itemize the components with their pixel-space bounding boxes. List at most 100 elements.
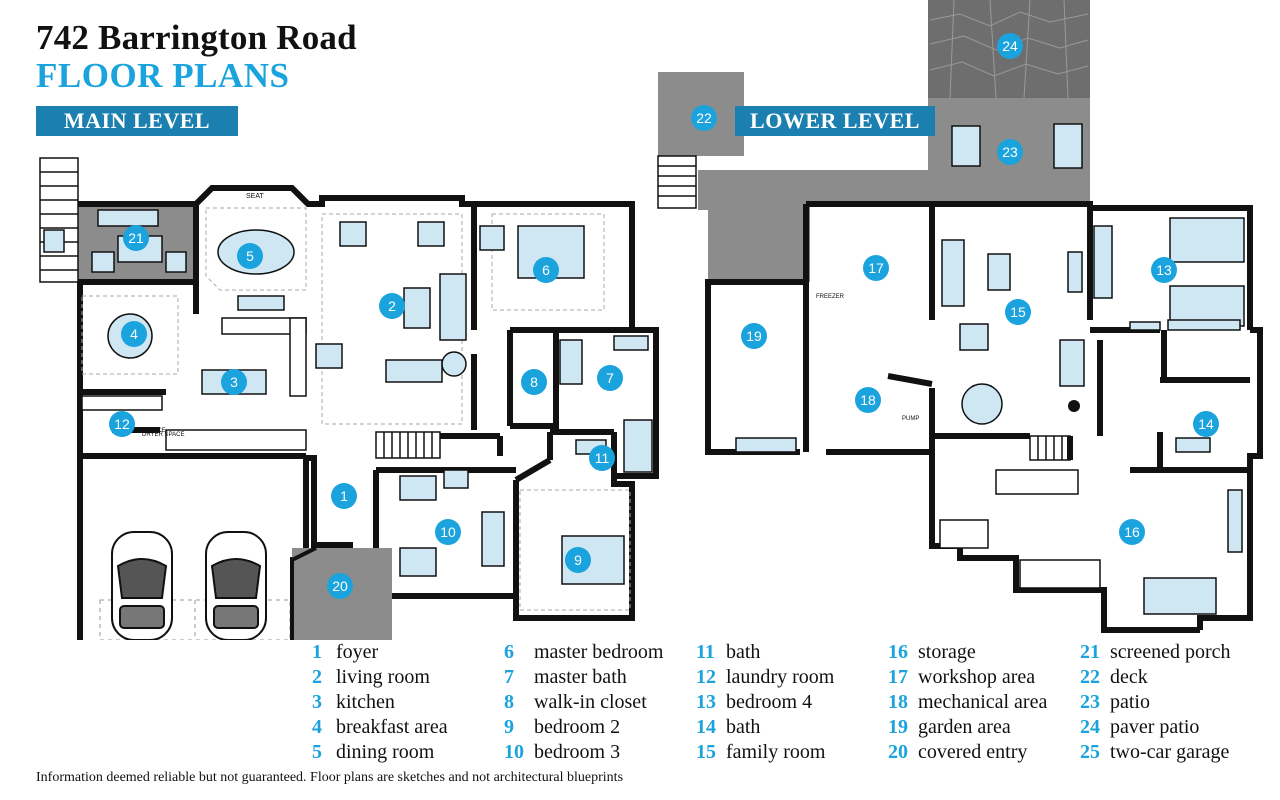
dryer-label: DRYER SPACE <box>142 432 184 438</box>
legend-number: 12 <box>696 666 716 688</box>
marker-24: 24 <box>997 33 1023 59</box>
svg-text:13: 13 <box>1156 262 1172 278</box>
lower-furniture <box>735 123 1245 615</box>
legend-label: laundry room <box>726 666 835 688</box>
paver-texture <box>929 0 1089 99</box>
svg-text:15: 15 <box>1010 304 1026 320</box>
marker-7: 7 <box>597 365 623 391</box>
legend-label: bath <box>726 716 761 738</box>
legend-item-3: 3 kitchen <box>312 690 395 715</box>
legend-item-21: 21 screened porch <box>1080 640 1231 665</box>
legend-number: 8 <box>504 691 514 713</box>
svg-text:11: 11 <box>595 450 610 466</box>
legend-label: kitchen <box>336 691 395 713</box>
marker-20: 20 <box>327 573 353 599</box>
legend-item-1: 1 foyer <box>312 640 378 665</box>
legend-item-12: 12 laundry room <box>696 665 834 690</box>
legend-number: 2 <box>312 666 322 688</box>
svg-text:9: 9 <box>574 552 582 568</box>
legend-label: living room <box>336 666 430 688</box>
lower-level-banner: LOWER LEVEL <box>735 106 935 136</box>
room-markers: 1 2 3 4 5 6 7 8 9 10 11 12 13 14 15 16 1… <box>109 33 1219 599</box>
svg-text:10: 10 <box>440 524 456 540</box>
legend-item-11: 11 bath <box>696 640 760 665</box>
legend-number: 21 <box>1080 641 1100 663</box>
legend-number: 22 <box>1080 666 1100 688</box>
svg-text:12: 12 <box>114 416 130 432</box>
legend-label: foyer <box>336 641 379 663</box>
marker-4: 4 <box>121 321 147 347</box>
svg-text:1: 1 <box>340 488 348 504</box>
svg-text:16: 16 <box>1124 524 1140 540</box>
marker-15: 15 <box>1005 299 1031 325</box>
legend-label: master bedroom <box>534 641 664 663</box>
storage-shelves <box>939 469 1101 589</box>
legend-number: 7 <box>504 666 514 688</box>
legend-number: 25 <box>1080 741 1100 763</box>
legend-label: walk-in closet <box>534 691 647 713</box>
legend-number: 13 <box>696 691 716 713</box>
marker-11: 11 <box>589 445 615 471</box>
marker-17: 17 <box>863 255 889 281</box>
legend-label: breakfast area <box>336 716 448 738</box>
legend-label: patio <box>1110 691 1150 713</box>
marker-22: 22 <box>691 105 717 131</box>
svg-text:4: 4 <box>130 326 138 342</box>
legend-number: 3 <box>312 691 322 713</box>
main-stairs <box>375 431 441 459</box>
legend-label: bedroom 3 <box>534 741 621 763</box>
marker-6: 6 <box>533 257 559 283</box>
svg-text:18: 18 <box>860 392 876 408</box>
legend-item-13: 13 bedroom 4 <box>696 690 812 715</box>
legend-number: 19 <box>888 716 908 738</box>
svg-text:5: 5 <box>246 248 254 264</box>
deck-stairs <box>657 155 697 209</box>
legend-item-8: 8 walk-in closet <box>504 690 647 715</box>
legend-number: 1 <box>312 641 322 663</box>
legend-label: bedroom 4 <box>726 691 813 713</box>
page-title: FLOOR PLANS <box>36 56 290 95</box>
legend-number: 14 <box>696 716 716 738</box>
marker-2: 2 <box>379 293 405 319</box>
legend-number: 20 <box>888 741 908 763</box>
marker-16: 16 <box>1119 519 1145 545</box>
marker-9: 9 <box>565 547 591 573</box>
marker-21: 21 <box>123 225 149 251</box>
legend-number: 5 <box>312 741 322 763</box>
legend-number: 11 <box>696 641 715 663</box>
legend-label: bath <box>726 641 761 663</box>
marker-1: 1 <box>331 483 357 509</box>
svg-text:3: 3 <box>230 374 238 390</box>
legend-label: storage <box>918 641 976 663</box>
support-post <box>1068 400 1080 412</box>
legend-label: workshop area <box>918 666 1036 688</box>
svg-text:8: 8 <box>530 374 538 390</box>
svg-text:22: 22 <box>696 110 712 126</box>
car-left <box>111 531 173 640</box>
legend-label: covered entry <box>918 741 1028 763</box>
svg-text:20: 20 <box>332 578 348 594</box>
car-right <box>205 531 267 640</box>
marker-12: 12 <box>109 411 135 437</box>
legend-label: garden area <box>918 716 1011 738</box>
washer-label: WASHER SPACE <box>118 428 166 434</box>
svg-text:17: 17 <box>868 260 884 276</box>
svg-text:7: 7 <box>606 370 614 386</box>
marker-13: 13 <box>1151 257 1177 283</box>
legend-label: family room <box>726 741 826 763</box>
disclaimer-text: Information deemed reliable but not guar… <box>36 770 624 785</box>
marker-18: 18 <box>855 387 881 413</box>
legend-label: dining room <box>336 741 435 763</box>
marker-23: 23 <box>997 139 1023 165</box>
svg-text:21: 21 <box>128 230 144 246</box>
legend-label: screened porch <box>1110 641 1231 663</box>
